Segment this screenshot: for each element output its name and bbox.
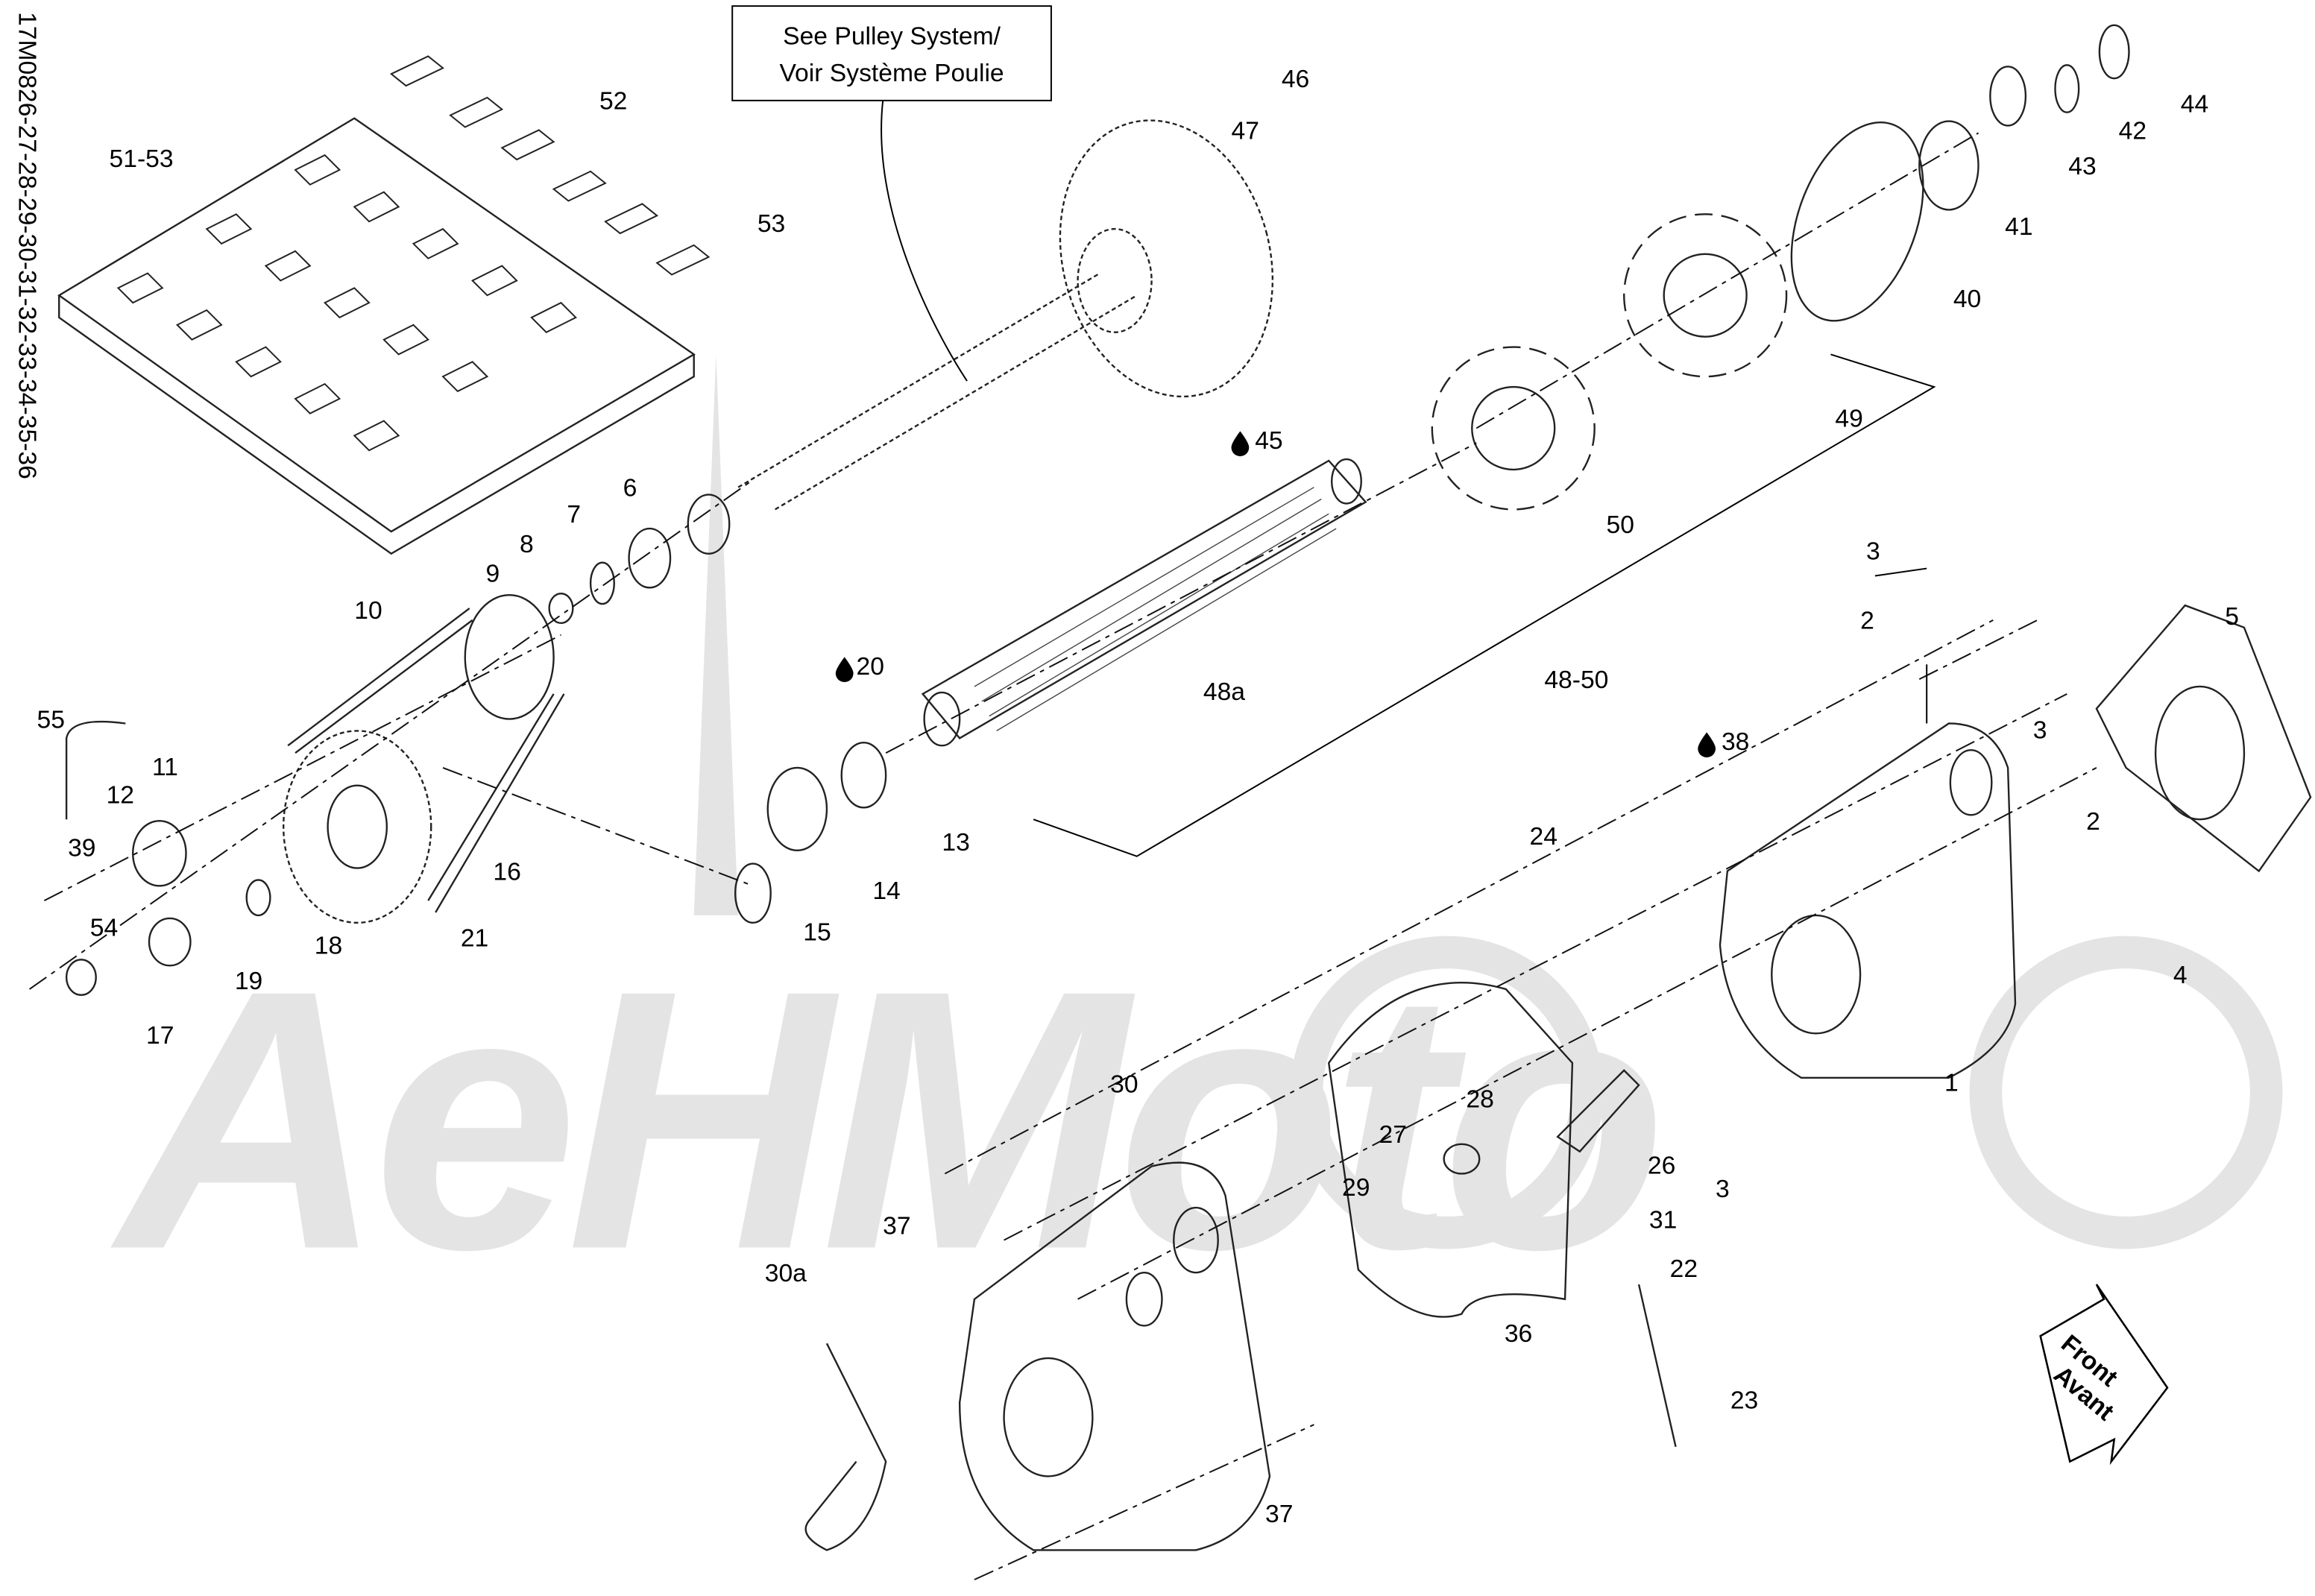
part-label: 19: [235, 968, 262, 995]
chaincase: [1719, 604, 2312, 1079]
part-label: 18: [315, 932, 342, 959]
part-label: 5: [2225, 603, 2239, 631]
part-label: 30: [1110, 1071, 1138, 1099]
lubricant-drop-icons: [835, 431, 1716, 758]
part-label: 7: [567, 501, 581, 529]
part-label: 2: [1860, 608, 1874, 635]
part-label: 37: [1265, 1501, 1293, 1528]
part-label: 28: [1466, 1085, 1493, 1113]
part-label: 51-53: [110, 145, 174, 173]
part-label: 11: [152, 754, 178, 781]
part-label: 38: [1722, 728, 1749, 756]
part-label: 15: [803, 919, 831, 947]
part-label: 55: [37, 706, 65, 734]
part-labels: 52 51-53 53 46 47 44 42 43 41 40 49 50 4…: [37, 66, 2239, 1528]
part-label: 48a: [1203, 678, 1245, 706]
part-label: 40: [1953, 286, 1981, 313]
part-label: 31: [1649, 1207, 1677, 1234]
watermark: AeHMoto: [107, 354, 2283, 1325]
drop-icon: [835, 657, 854, 683]
part-label: 16: [493, 858, 520, 886]
part-label: 2: [2086, 808, 2100, 836]
part-label: 50: [1606, 511, 1634, 539]
part-label: 37: [883, 1213, 910, 1240]
part-label: 3: [2033, 716, 2047, 744]
part-label: 43: [2068, 153, 2096, 180]
part-label: 22: [1670, 1255, 1698, 1283]
drive-shaft: [921, 458, 1367, 747]
bearings: [65, 493, 887, 997]
part-label: 8: [520, 531, 534, 558]
part-label: 17: [146, 1022, 174, 1050]
part-label: 36: [1505, 1320, 1532, 1348]
part-label: 3: [1716, 1176, 1730, 1203]
sprockets: [1431, 24, 2130, 511]
part-label: 53: [758, 210, 785, 238]
front-direction-arrow: Front Avant: [2039, 1284, 2169, 1466]
pulley-wheel: [737, 119, 1274, 511]
part-label: 29: [1342, 1174, 1370, 1202]
part-label: 10: [354, 597, 382, 625]
part-label: 13: [942, 829, 969, 857]
part-label: 30a: [765, 1260, 807, 1287]
alignment-lines: [29, 132, 2097, 1580]
drop-icon: [1231, 431, 1250, 457]
part-label: 24: [1530, 823, 1557, 851]
part-label: 27: [1379, 1121, 1407, 1149]
part-label: 39: [68, 835, 95, 862]
part-label: 54: [90, 915, 118, 942]
part-label: 49: [1835, 405, 1862, 432]
part-label: 45: [1255, 427, 1282, 455]
part-label: 52: [599, 88, 627, 116]
svg-text:Voir Système Poulie: Voir Système Poulie: [779, 60, 1004, 87]
part-label: 12: [107, 781, 134, 809]
part-label: 1: [1944, 1070, 1959, 1097]
part-label: 42: [2119, 117, 2147, 145]
part-label: 4: [2173, 962, 2188, 989]
part-label: 44: [2181, 91, 2208, 119]
part-label: 41: [2005, 213, 2032, 241]
part-label: 26: [1648, 1152, 1675, 1179]
part-label: 23: [1730, 1387, 1758, 1414]
svg-text:AeHMoto: AeHMoto: [107, 913, 1660, 1325]
part-label: 46: [1282, 66, 1309, 93]
part-label: 20: [857, 653, 884, 681]
part-label: 48-50: [1544, 666, 1608, 694]
part-label: 6: [623, 475, 637, 502]
chaincase-cover: [804, 1161, 1271, 1551]
svg-text:See Pulley System/: See Pulley System/: [783, 23, 1001, 51]
part-label: 14: [872, 877, 900, 905]
part-label: 3: [1866, 538, 1880, 566]
drop-icon: [1698, 732, 1716, 758]
part-label: 47: [1232, 117, 1259, 145]
pulley-system-callout: See Pulley System/ Voir Système Poulie: [731, 5, 1052, 382]
diagram-code: 17M0826-27-28-29-30-31-32-33-34-35-36: [13, 12, 41, 479]
chain-drive: [283, 594, 565, 924]
part-label: 21: [461, 925, 488, 953]
part-label: 9: [485, 560, 500, 587]
gasket-tensioner: [1327, 981, 1677, 1448]
track-section: [57, 55, 711, 555]
